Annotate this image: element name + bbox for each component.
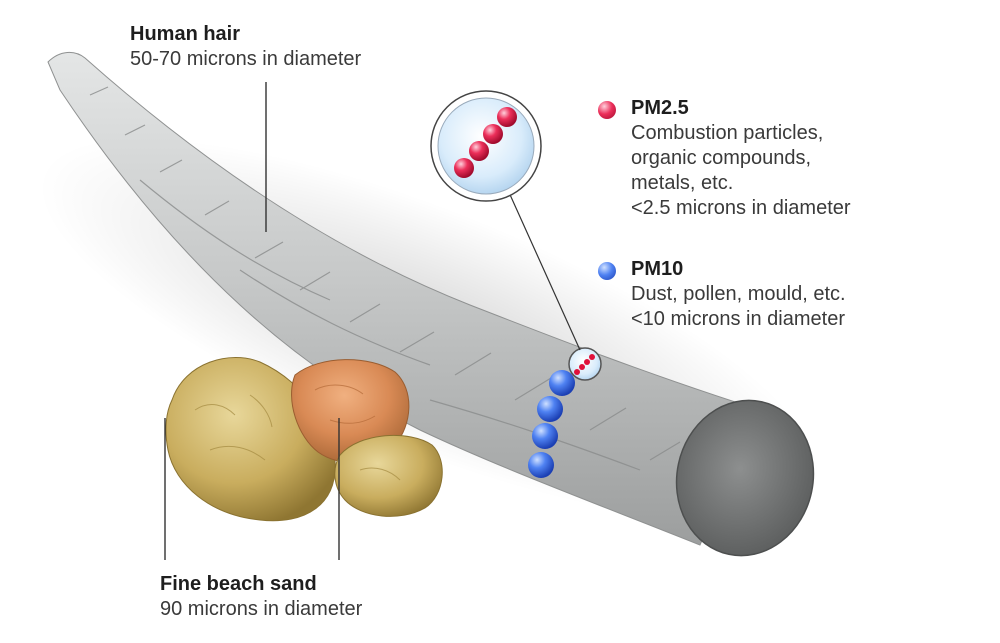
- pm25-line: Combustion particles,: [631, 122, 824, 144]
- sand-grains: [165, 357, 443, 522]
- hair-cuticles: [89, 86, 681, 471]
- sand-title: Fine beach sand: [160, 573, 317, 595]
- hair-label: Human hair 50-70 microns in diameter: [130, 22, 361, 72]
- hair-title: Human hair: [130, 23, 241, 45]
- pm10-particle: [537, 396, 563, 422]
- pm25-line: metals, etc.: [631, 172, 734, 194]
- pm25-label: PM2.5 Combustion particles, organic comp…: [631, 96, 851, 221]
- pm25-line: <2.5 microns in diameter: [631, 197, 851, 219]
- pm10-line: Dust, pollen, mould, etc.: [631, 283, 846, 305]
- sand-label: Fine beach sand 90 microns in diameter: [160, 572, 362, 622]
- pm10-particle: [532, 423, 558, 449]
- pm10-particle: [528, 452, 554, 478]
- pm25-title: PM2.5: [631, 97, 689, 119]
- pm25-small-particles: [574, 354, 595, 375]
- pm25-leader-line: [506, 187, 581, 351]
- pm10-line: <10 microns in diameter: [631, 308, 845, 330]
- hair-cross-section: [675, 399, 815, 557]
- sand-grain-small: [334, 434, 443, 517]
- pm25-legend-dot: [598, 101, 616, 119]
- sand-size: 90 microns in diameter: [160, 598, 363, 620]
- pm10-particles: [528, 370, 575, 478]
- hair-size: 50-70 microns in diameter: [130, 48, 362, 70]
- pm25-line: organic compounds,: [631, 147, 812, 169]
- pm10-legend-dot: [598, 262, 616, 280]
- hair-strand: [47, 52, 761, 546]
- pm10-label: PM10 Dust, pollen, mould, etc. <10 micro…: [631, 257, 846, 332]
- pm25-magnified-particles: [454, 107, 517, 178]
- pm10-particle: [549, 370, 575, 396]
- pm10-title: PM10: [631, 258, 684, 280]
